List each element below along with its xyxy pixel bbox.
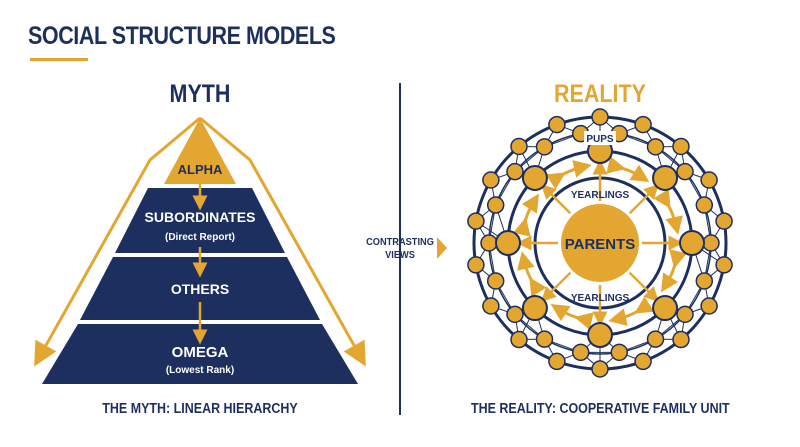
pup-node bbox=[506, 162, 524, 181]
pup-node bbox=[695, 196, 714, 214]
yearling-node bbox=[495, 230, 521, 256]
pyramid-tier-subordinates bbox=[115, 188, 285, 253]
pup-node bbox=[510, 137, 528, 156]
yearling-node bbox=[587, 322, 613, 348]
flow-arrow bbox=[545, 160, 592, 190]
center-divider bbox=[399, 83, 401, 415]
pup-node bbox=[695, 272, 714, 290]
level-label-alpha: ALPHA bbox=[178, 162, 223, 177]
pup-node bbox=[634, 115, 652, 134]
pup-node bbox=[480, 234, 498, 252]
myth-pyramid: ALPHA SUBORDINATES (Direct Report) OTHER… bbox=[34, 116, 366, 384]
pup-node bbox=[548, 115, 566, 134]
pyramid-tier-omega bbox=[42, 324, 358, 384]
pup-node bbox=[672, 330, 690, 349]
circular-flow-arrows bbox=[513, 156, 687, 330]
pup-node bbox=[482, 171, 500, 189]
pup-node bbox=[506, 305, 524, 324]
pup-node bbox=[482, 297, 500, 315]
parents-core bbox=[561, 204, 639, 282]
pup-node bbox=[646, 138, 665, 156]
level-sub-omega: (Lowest Rank) bbox=[166, 365, 234, 376]
yearling-node bbox=[679, 230, 705, 256]
flow-arrow bbox=[653, 188, 683, 235]
radial-arrows bbox=[516, 159, 684, 327]
contrasting-views-arrow bbox=[437, 237, 447, 259]
pyramid-tier-alpha bbox=[164, 118, 236, 184]
pup-node bbox=[676, 305, 694, 324]
level-label-subordinates: SUBORDINATES bbox=[145, 209, 256, 225]
pup-node bbox=[510, 330, 528, 349]
radial-arrow bbox=[540, 271, 572, 303]
pup-node bbox=[535, 138, 554, 156]
level-label-omega: OMEGA bbox=[172, 344, 229, 361]
pup-node bbox=[700, 171, 718, 189]
right-wrap-line bbox=[199, 116, 366, 367]
flow-arrow bbox=[661, 249, 687, 293]
title-underline bbox=[30, 58, 88, 61]
pup-node bbox=[535, 330, 554, 348]
pup-node bbox=[548, 352, 566, 371]
reality-caption: THE REALITY: COOPERATIVE FAMILY UNIT bbox=[471, 401, 730, 417]
yearling-nodes bbox=[495, 138, 705, 348]
flow-arrow bbox=[608, 296, 655, 326]
pup-node bbox=[610, 343, 629, 362]
pup-node bbox=[715, 256, 733, 274]
flow-arrow bbox=[513, 193, 539, 237]
pup-node bbox=[700, 297, 718, 315]
yearling-node bbox=[652, 295, 679, 322]
parents-label: PARENTS bbox=[565, 236, 636, 253]
level-sub-subordinates: (Direct Report) bbox=[165, 232, 235, 243]
pup-node bbox=[672, 137, 690, 156]
pup-node bbox=[676, 162, 694, 181]
yearling-node bbox=[521, 295, 548, 322]
radial-arrow bbox=[628, 271, 660, 303]
yearling-node bbox=[652, 164, 679, 191]
reality-heading: REALITY bbox=[554, 80, 646, 108]
myth-heading: MYTH bbox=[169, 80, 231, 108]
radial-arrow bbox=[628, 183, 660, 215]
yearlings-bottom-label: YEARLINGS bbox=[571, 293, 630, 304]
pup-node bbox=[591, 360, 609, 378]
pup-node bbox=[467, 212, 485, 230]
pyramid-tier-others bbox=[80, 257, 320, 320]
myth-caption: THE MYTH: LINEAR HIERARCHY bbox=[102, 401, 298, 417]
pup-node bbox=[702, 234, 720, 252]
reality-diagram: PARENTS PUPS YEARLINGS YEARLINGS bbox=[467, 108, 733, 378]
pup-node bbox=[634, 352, 652, 371]
flow-arrow bbox=[550, 304, 594, 330]
pup-nodes bbox=[467, 108, 733, 378]
yearlings-top-label: YEARLINGS bbox=[571, 190, 630, 201]
pups-label-bg bbox=[584, 131, 616, 145]
pup-node bbox=[467, 256, 485, 274]
pup-node bbox=[486, 196, 505, 214]
pup-node bbox=[646, 330, 665, 348]
level-label-others: OTHERS bbox=[171, 281, 229, 297]
pup-node bbox=[571, 343, 590, 362]
pups-label: PUPS bbox=[586, 134, 614, 145]
contrasting-views-label: CONTRASTING VIEWS bbox=[366, 236, 434, 261]
yearling-node bbox=[521, 164, 548, 191]
pup-node bbox=[591, 108, 609, 126]
left-wrap-line bbox=[34, 116, 201, 367]
pup-node bbox=[486, 272, 505, 290]
flow-arrow bbox=[606, 156, 650, 182]
flow-arrow bbox=[517, 251, 547, 298]
pup-node bbox=[715, 212, 733, 230]
page-title: SOCIAL STRUCTURE MODELS bbox=[28, 22, 336, 50]
radial-arrow bbox=[540, 183, 572, 215]
